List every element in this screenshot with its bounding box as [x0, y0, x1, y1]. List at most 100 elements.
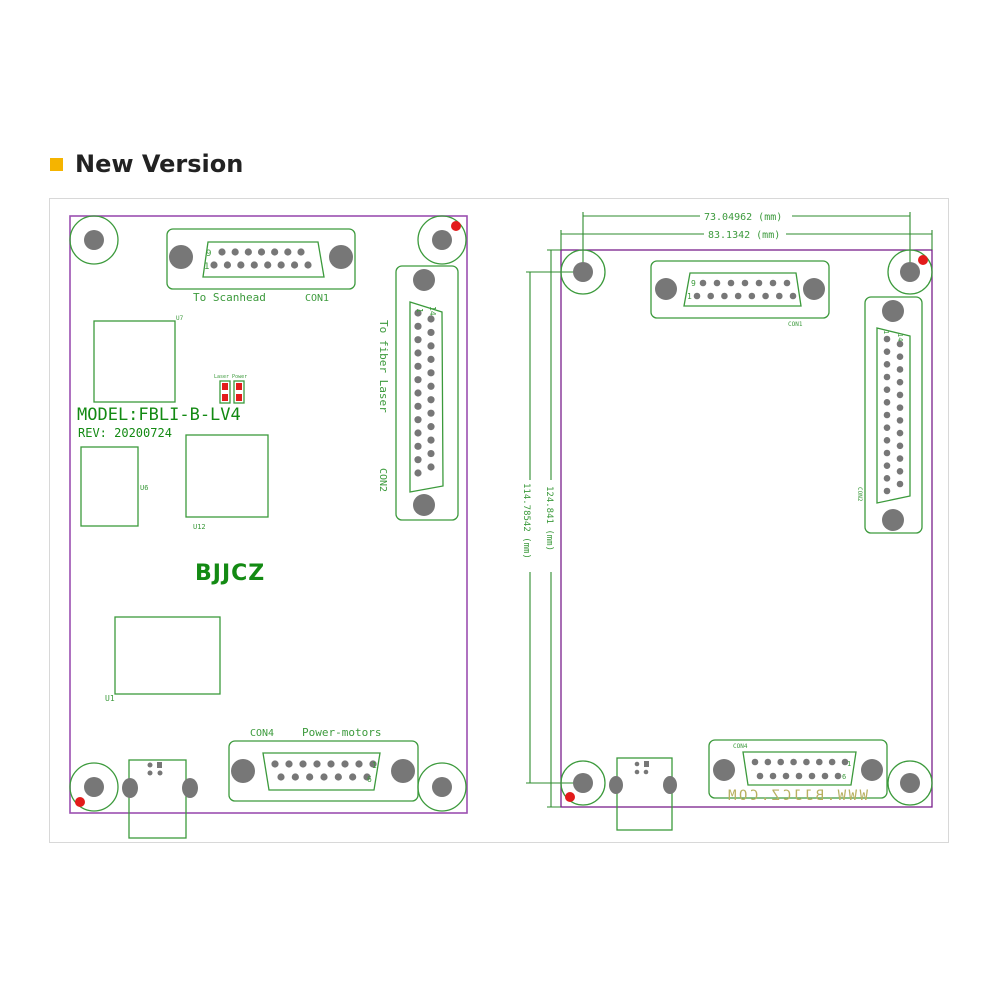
- con2-label: CON2: [377, 468, 388, 492]
- right-mounting-holes: [560, 249, 933, 806]
- pin-label: 1: [372, 761, 377, 770]
- pin: [808, 772, 816, 780]
- pin: [883, 411, 891, 419]
- pin: [803, 758, 810, 766]
- pin: [427, 342, 435, 350]
- mounting-hole: [900, 773, 920, 793]
- pin: [789, 292, 797, 300]
- pin: [414, 402, 422, 410]
- pin: [427, 382, 435, 390]
- pin: [777, 758, 785, 766]
- pin: [883, 475, 891, 482]
- pin: [277, 773, 285, 781]
- marker-dot: [918, 255, 928, 265]
- pin: [769, 279, 777, 287]
- pin: [237, 261, 245, 269]
- section-title: New Version: [75, 150, 244, 178]
- pin: [414, 469, 422, 477]
- revision-text: REV: 20200724: [78, 426, 172, 440]
- right-board-drawing: 73.04962 (mm) 83.1342 (mm) 114.78542 (mm…: [521, 209, 933, 831]
- right-con4-connector: CON4 1 6: [708, 739, 888, 799]
- pin: [896, 467, 904, 475]
- pin-label: 1: [415, 308, 424, 313]
- pin: [414, 362, 422, 370]
- pin: [210, 261, 218, 269]
- pin: [414, 322, 422, 330]
- pin: [271, 248, 279, 256]
- pin: [257, 248, 266, 256]
- pin: [699, 279, 707, 287]
- pin: [414, 376, 422, 384]
- right-board-outline: [560, 249, 933, 808]
- pin-label: 6: [367, 775, 372, 784]
- usb-port: [609, 757, 677, 831]
- dimension-outer-height: 124.841 (mm): [544, 486, 554, 551]
- dimension-inner-height: 114.78542 (mm): [521, 483, 531, 559]
- pin: [349, 773, 357, 781]
- pin: [414, 336, 422, 344]
- pin: [764, 758, 772, 766]
- pin: [414, 429, 422, 437]
- mounting-hole-ring: [69, 762, 119, 812]
- pin-label: 9: [691, 279, 696, 288]
- mounting-hole-ring: [69, 215, 119, 265]
- u6-label: U6: [140, 484, 148, 492]
- marker-dot: [565, 792, 575, 802]
- pin: [290, 261, 299, 269]
- mounting-hole: [432, 230, 452, 250]
- pin: [414, 349, 422, 357]
- section-heading: New Version: [50, 150, 243, 178]
- pin: [427, 369, 435, 377]
- pin: [741, 279, 749, 287]
- u7-label: U7: [176, 315, 184, 322]
- pin: [748, 292, 756, 300]
- pin: [414, 456, 422, 464]
- pin: [427, 328, 435, 337]
- left-board-outline: [69, 215, 468, 814]
- u6-chip-outline: [80, 446, 139, 527]
- pin: [775, 292, 783, 300]
- bullet-square-icon: [50, 157, 63, 171]
- pin: [896, 378, 904, 386]
- pin: [883, 361, 891, 368]
- pin: [304, 261, 312, 269]
- pin: [896, 417, 904, 424]
- usb-port: [122, 759, 198, 839]
- pin: [297, 248, 305, 256]
- pin-label: 1: [882, 330, 890, 334]
- pin-label: 14: [428, 306, 437, 316]
- pin: [427, 436, 435, 444]
- pin: [414, 309, 422, 317]
- marker-dot: [75, 797, 85, 807]
- pin: [355, 760, 363, 768]
- pin: [285, 760, 293, 768]
- pin: [734, 292, 742, 300]
- con2-description: To fiber Laser: [377, 320, 390, 413]
- mounting-hole: [573, 773, 593, 793]
- pin: [264, 261, 272, 269]
- pin: [883, 437, 891, 444]
- pin: [883, 449, 891, 457]
- mounting-hole-ring: [887, 760, 933, 806]
- pin: [751, 758, 759, 766]
- pin: [883, 399, 891, 406]
- pin: [320, 773, 328, 781]
- pin: [896, 429, 904, 437]
- pin: [883, 348, 891, 355]
- pin: [414, 442, 422, 450]
- pin: [369, 760, 377, 768]
- pin: [883, 424, 891, 431]
- mounting-hole-ring: [560, 249, 606, 295]
- pin: [693, 292, 701, 300]
- mounting-hole-ring: [887, 249, 933, 295]
- pin: [707, 292, 715, 300]
- pin: [883, 462, 891, 469]
- pin-label: 1: [847, 760, 851, 768]
- mounting-hole: [84, 777, 104, 797]
- pin: [834, 772, 842, 780]
- pin: [727, 279, 735, 287]
- pin: [896, 455, 904, 462]
- pin: [341, 760, 349, 768]
- pin: [896, 340, 904, 348]
